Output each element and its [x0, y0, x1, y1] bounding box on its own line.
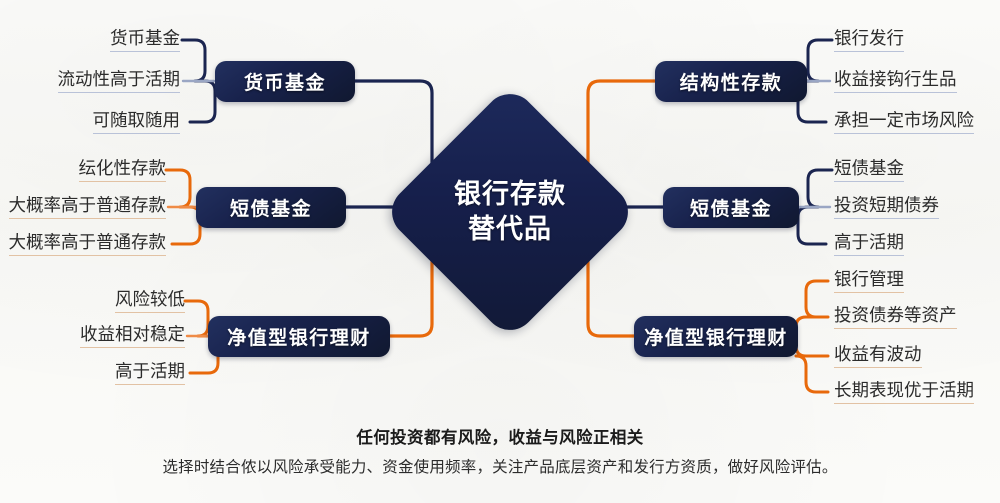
footer-subtext: 选择时结合侬以风险承受能力、资金使用频率，关注产品底层资产和发行方资质，做好风险… — [162, 459, 838, 476]
center-title-line2: 替代品 — [468, 214, 552, 244]
leaf-right-1-1: 银行发行 — [834, 29, 904, 52]
leaf-right-3-3: 收益有波动 — [834, 345, 922, 368]
branch-box-right-2[interactable]: 短债基金 — [663, 187, 799, 228]
wire-center-left-top — [353, 79, 434, 202]
leaf-right-2-3: 高于活期 — [834, 233, 904, 256]
branch-box-left-1[interactable]: 货币基金 — [215, 61, 355, 102]
branch-box-left-2[interactable]: 短债基金 — [196, 187, 346, 228]
branch-box-right-3[interactable]: 净值型银行理财 — [634, 316, 798, 357]
wire-right-branch-3-brace-upper — [794, 279, 830, 338]
branch-box-left-2-label: 短债基金 — [229, 199, 312, 220]
wire-right-branch-3-brace-lower — [794, 334, 830, 394]
leaf-left-2-3: 大概率高于普通存款 — [8, 233, 166, 256]
branch-box-right-2-label: 短债基金 — [689, 199, 772, 220]
leaf-left-2-2: 大概率高于普通存款 — [8, 196, 166, 219]
wire-center-right-bottom — [586, 214, 636, 338]
leaf-right-2-1: 短债基金 — [834, 159, 904, 182]
branch-box-left-1-label: 货币基金 — [243, 73, 326, 94]
branch-box-left-3-label: 净值型银行理财 — [227, 328, 371, 349]
branch-box-right-1[interactable]: 结构性存款 — [655, 61, 807, 102]
center-title: 银行存款 替代品 — [419, 121, 601, 303]
branch-box-right-3-label: 净值型银行理财 — [644, 328, 788, 349]
leaf-right-1-3: 承担一定市场风险 — [834, 111, 974, 134]
leaf-left-2-1: 纭化性存款 — [78, 159, 166, 182]
wire-center-right-top — [586, 79, 657, 202]
leaf-right-2-2: 投资短期债券 — [834, 196, 939, 219]
center-title-line1: 银行存款 — [454, 179, 566, 210]
wire-center-left-bottom — [388, 214, 434, 338]
leaf-right-3-2: 投资债券等资产 — [834, 306, 957, 329]
branch-box-left-3[interactable]: 净值型银行理财 — [208, 316, 390, 357]
leaf-left-1-3: 可随取随用 — [92, 111, 180, 134]
leaf-left-3-3: 高于活期 — [115, 362, 185, 385]
leaf-left-1-1: 货币基金 — [110, 29, 180, 52]
branch-box-right-1-label: 结构性存款 — [679, 73, 783, 94]
leaf-right-1-2: 收益接钩行生品 — [834, 70, 957, 93]
leaf-left-3-1: 风险较低 — [115, 290, 185, 313]
leaf-left-3-2: 收益相对稳定 — [80, 325, 185, 348]
leaf-left-1-2: 流动性高于活期 — [57, 70, 180, 93]
footer-headline: 任何投资都有风险，收益与风险正相关 — [356, 429, 644, 447]
leaf-right-3-1: 银行管理 — [834, 270, 904, 293]
footer: 任何投资都有风险，收益与风险正相关 选择时结合侬以风险承受能力、资金使用频率，关… — [0, 424, 1000, 477]
leaf-right-3-4: 长期表现优于活期 — [834, 381, 974, 404]
